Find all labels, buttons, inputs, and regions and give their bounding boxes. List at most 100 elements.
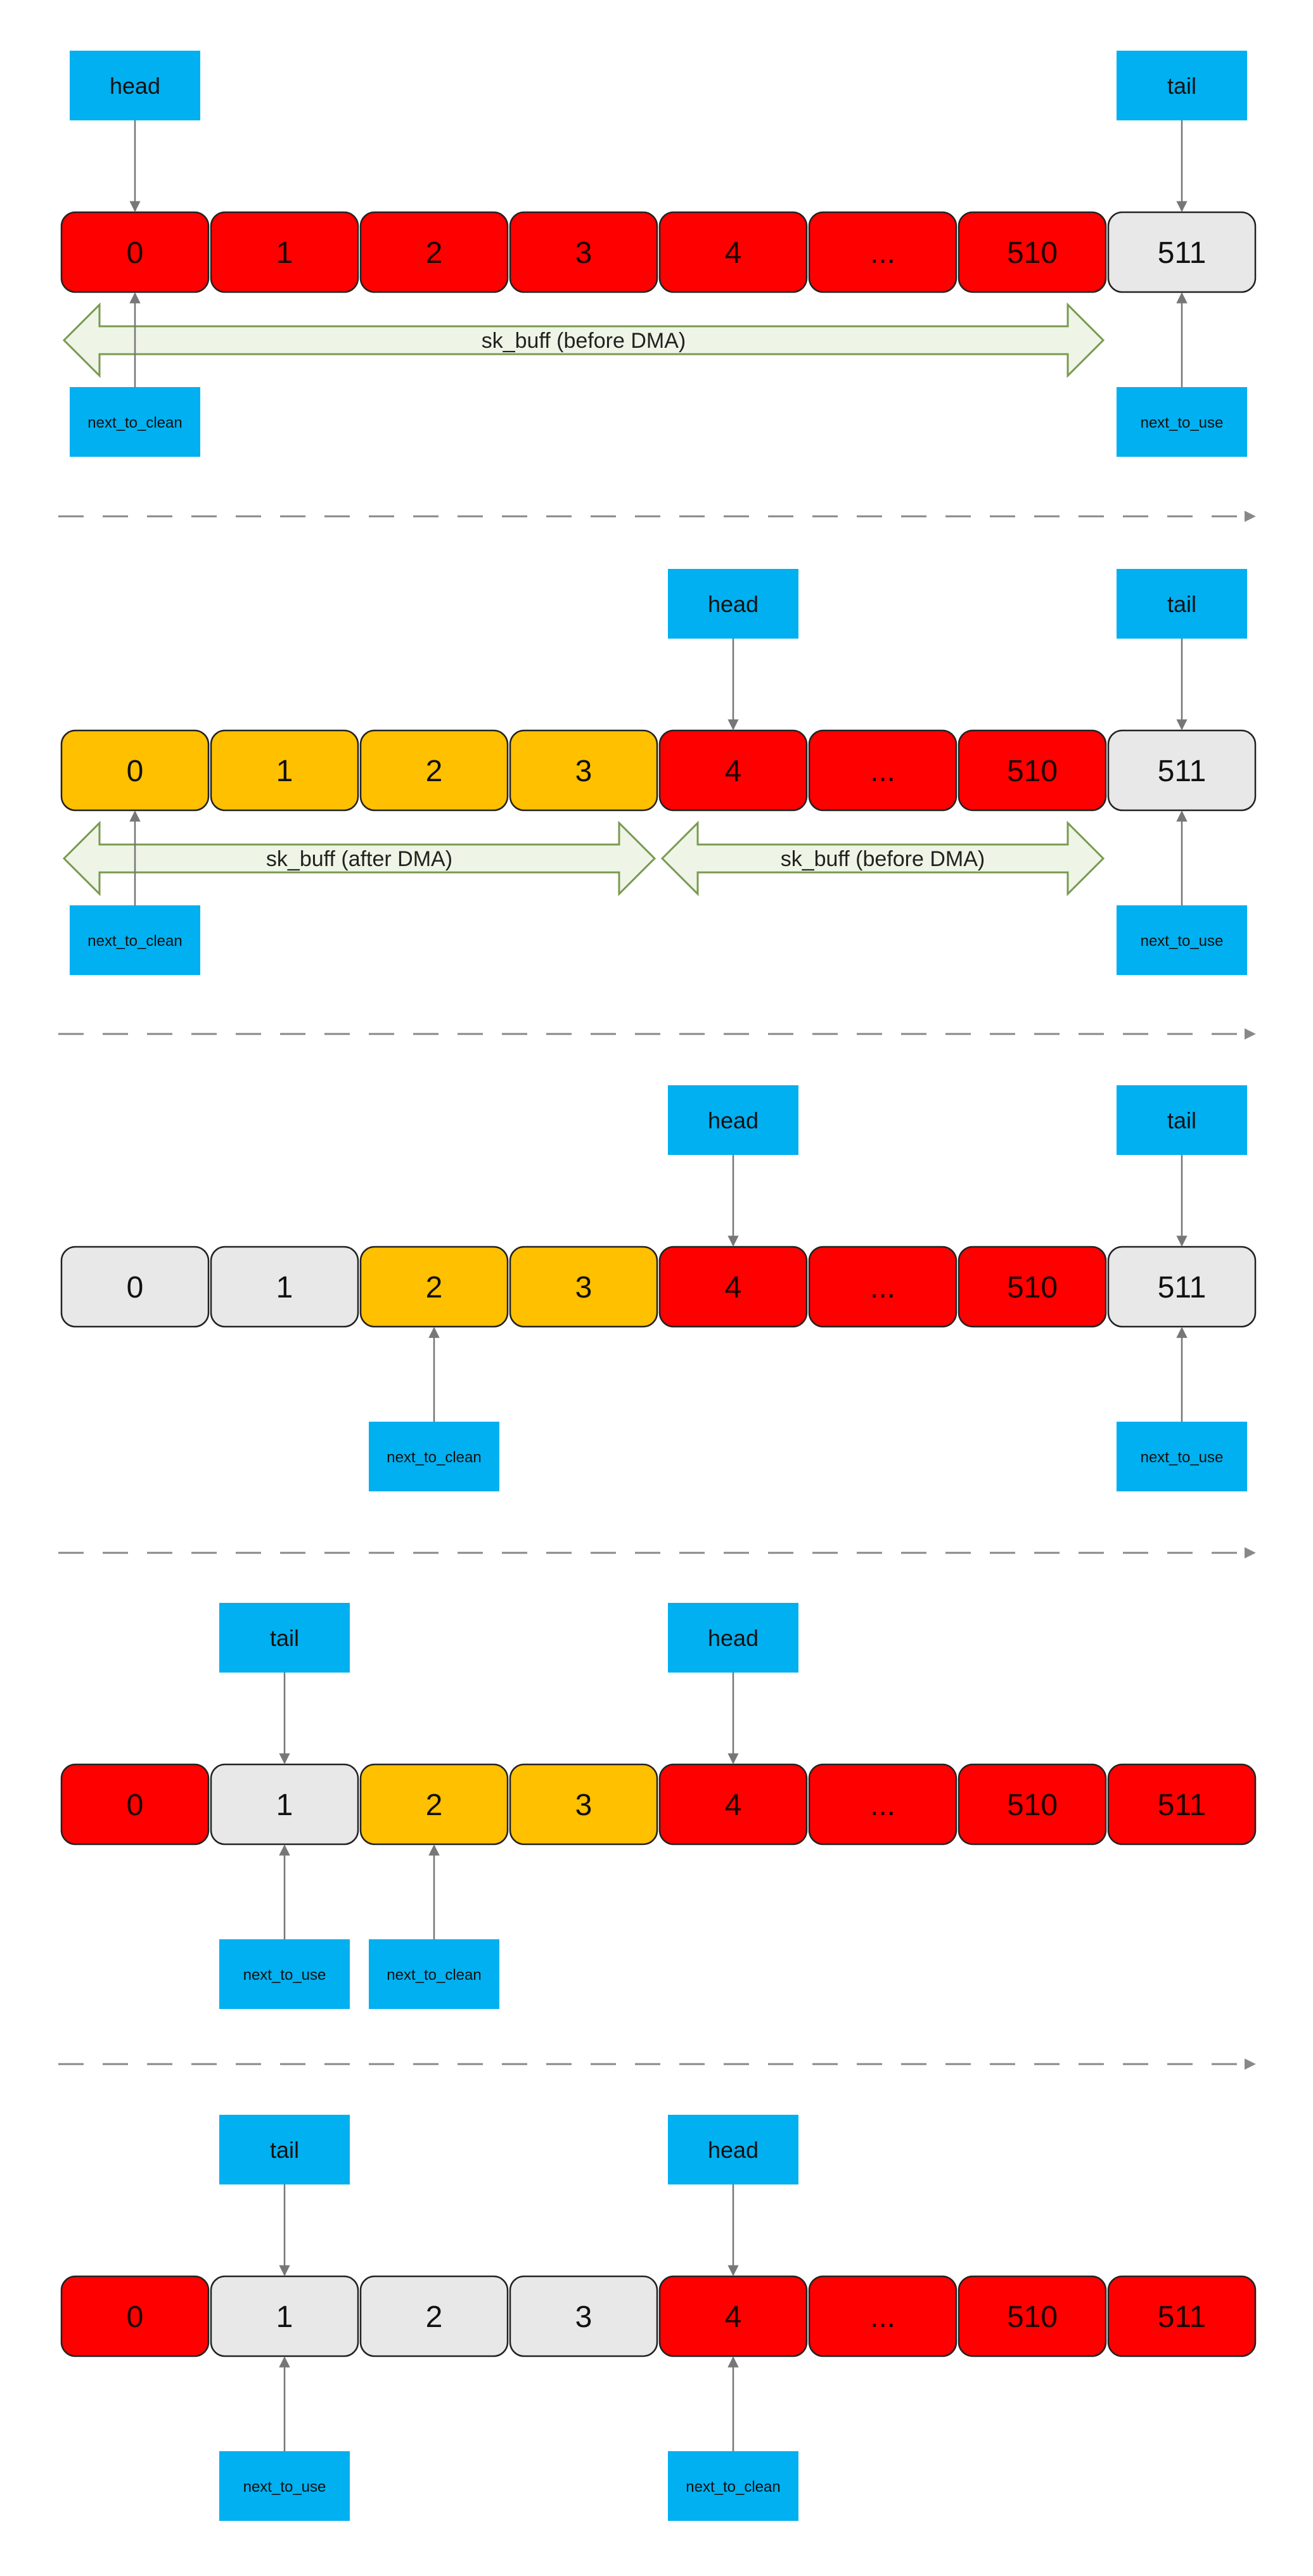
- span-arrow: [660, 820, 1105, 896]
- buffer-cell-label: 511: [1158, 755, 1207, 788]
- buffer-cell-3: [509, 211, 658, 293]
- next_to_clean-pointer-box: [369, 1939, 499, 2009]
- buffer-cell-label: 1: [276, 755, 293, 788]
- next_to_use-pointer-box: [219, 1939, 350, 2009]
- buffer-cell-label: 2: [426, 1789, 443, 1822]
- buffer-cell-511: [1107, 2275, 1257, 2357]
- next_to_use-pointer-box: [219, 2451, 350, 2521]
- next_to_clean-pointer-label: next_to_clean: [387, 1449, 481, 1466]
- buffer-cell-label: 0: [127, 755, 144, 788]
- buffer-cell-label: 511: [1158, 2300, 1207, 2334]
- buffer-cell-label: 3: [575, 1789, 592, 1822]
- tail-pointer-label: tail: [1167, 591, 1196, 617]
- next_to_clean-pointer-box: [668, 2451, 798, 2521]
- next_to_use-pointer-box: [1117, 387, 1247, 457]
- next_to_clean-pointer-label: next_to_clean: [387, 1967, 481, 1984]
- buffer-cell-2: [359, 2275, 509, 2357]
- buffer-cell-1: [210, 1763, 359, 1846]
- next_to_clean-pointer-label: next_to_clean: [686, 2478, 780, 2496]
- buffer-cell-0: [60, 2275, 210, 2357]
- span-arrow: [62, 820, 656, 896]
- buffer-cell-510: [958, 211, 1107, 293]
- head-pointer-box: [70, 51, 200, 120]
- buffer-cell-0: [60, 1246, 210, 1328]
- next_to_use-pointer-box: [1117, 905, 1247, 975]
- buffer-cell-0: [60, 1763, 210, 1846]
- buffer-cell-3: [509, 729, 658, 812]
- span-label: sk_buff (before DMA): [482, 329, 686, 353]
- buffer-cell-label: 0: [127, 2300, 144, 2334]
- buffer-cell-511: [1107, 1763, 1257, 1846]
- tail-pointer-label: tail: [1167, 73, 1196, 99]
- buffer-cell-label: 510: [1007, 1789, 1058, 1822]
- buffer-cell-label: 3: [575, 1271, 592, 1304]
- buffer-cell-4: [658, 729, 808, 812]
- next_to_use-pointer-label: next_to_use: [1141, 414, 1224, 431]
- buffer-cell-label: ...: [870, 2300, 895, 2334]
- buffer-cell-1: [210, 1246, 359, 1328]
- head-pointer-label: head: [708, 2137, 759, 2163]
- head-pointer-label: head: [708, 591, 759, 617]
- span-label: sk_buff (before DMA): [781, 847, 985, 871]
- head-pointer-box: [668, 1603, 798, 1673]
- head-pointer-box: [668, 569, 798, 639]
- head-pointer-box: [668, 1085, 798, 1155]
- next_to_use-pointer-label: next_to_use: [1141, 1449, 1224, 1466]
- tail-pointer-label: tail: [1167, 1107, 1196, 1133]
- buffer-cell-label: 2: [426, 2300, 443, 2334]
- buffer-cell-label: 2: [426, 236, 443, 270]
- buffer-cell-510: [958, 1246, 1107, 1328]
- buffer-cell-label: 0: [127, 1789, 144, 1822]
- next_to_use-pointer-label: next_to_use: [243, 1967, 326, 1984]
- buffer-cell-2: [359, 729, 509, 812]
- buffer-cell-...: [808, 1763, 958, 1846]
- buffer-cell-label: 3: [575, 755, 592, 788]
- head-pointer-box: [668, 2115, 798, 2184]
- buffer-cell-label: 0: [127, 1271, 144, 1304]
- buffer-cell-2: [359, 1246, 509, 1328]
- buffer-cell-label: 510: [1007, 2300, 1058, 2334]
- buffer-cell-2: [359, 211, 509, 293]
- buffer-cell-label: 4: [725, 755, 742, 788]
- buffer-cell-4: [658, 211, 808, 293]
- next_to_clean-pointer-label: next_to_clean: [87, 414, 182, 431]
- buffer-cell-1: [210, 211, 359, 293]
- head-pointer-label: head: [708, 1107, 759, 1133]
- buffer-cell-label: 2: [426, 755, 443, 788]
- buffer-cell-label: ...: [870, 1789, 895, 1822]
- next_to_use-pointer-box: [1117, 1422, 1247, 1491]
- buffer-cell-label: 511: [1158, 1789, 1207, 1822]
- buffer-cell-label: 1: [276, 236, 293, 270]
- buffer-cell-1: [210, 729, 359, 812]
- buffer-cell-label: 2: [426, 1271, 443, 1304]
- buffer-cell-0: [60, 211, 210, 293]
- buffer-cell-label: 3: [575, 236, 592, 270]
- buffer-cell-2: [359, 1763, 509, 1846]
- tail-pointer-box: [1117, 569, 1247, 639]
- buffer-cell-3: [509, 1763, 658, 1846]
- buffer-cell-label: 0: [127, 236, 144, 270]
- buffer-cell-label: 1: [276, 2300, 293, 2334]
- buffer-cell-3: [509, 2275, 658, 2357]
- buffer-cell-3: [509, 1246, 658, 1328]
- next_to_clean-pointer-label: next_to_clean: [87, 933, 182, 950]
- buffer-cell-1: [210, 2275, 359, 2357]
- buffer-cell-label: 510: [1007, 236, 1058, 270]
- buffer-cell-510: [958, 2275, 1107, 2357]
- next_to_clean-pointer-box: [70, 905, 200, 975]
- next_to_use-pointer-label: next_to_use: [1141, 933, 1224, 950]
- head-pointer-label: head: [708, 1625, 759, 1651]
- buffer-cell-4: [658, 2275, 808, 2357]
- buffer-cell-label: 510: [1007, 755, 1058, 788]
- buffer-cell-511: [1107, 1246, 1257, 1328]
- tail-pointer-box: [1117, 51, 1247, 120]
- buffer-cell-label: ...: [870, 1271, 895, 1304]
- state-panel-1: sk_buff (after DMA)sk_buff (before DMA)0…: [60, 569, 1257, 975]
- buffer-cell-label: 1: [276, 1789, 293, 1822]
- buffer-cell-...: [808, 211, 958, 293]
- span-arrow: [62, 302, 1105, 378]
